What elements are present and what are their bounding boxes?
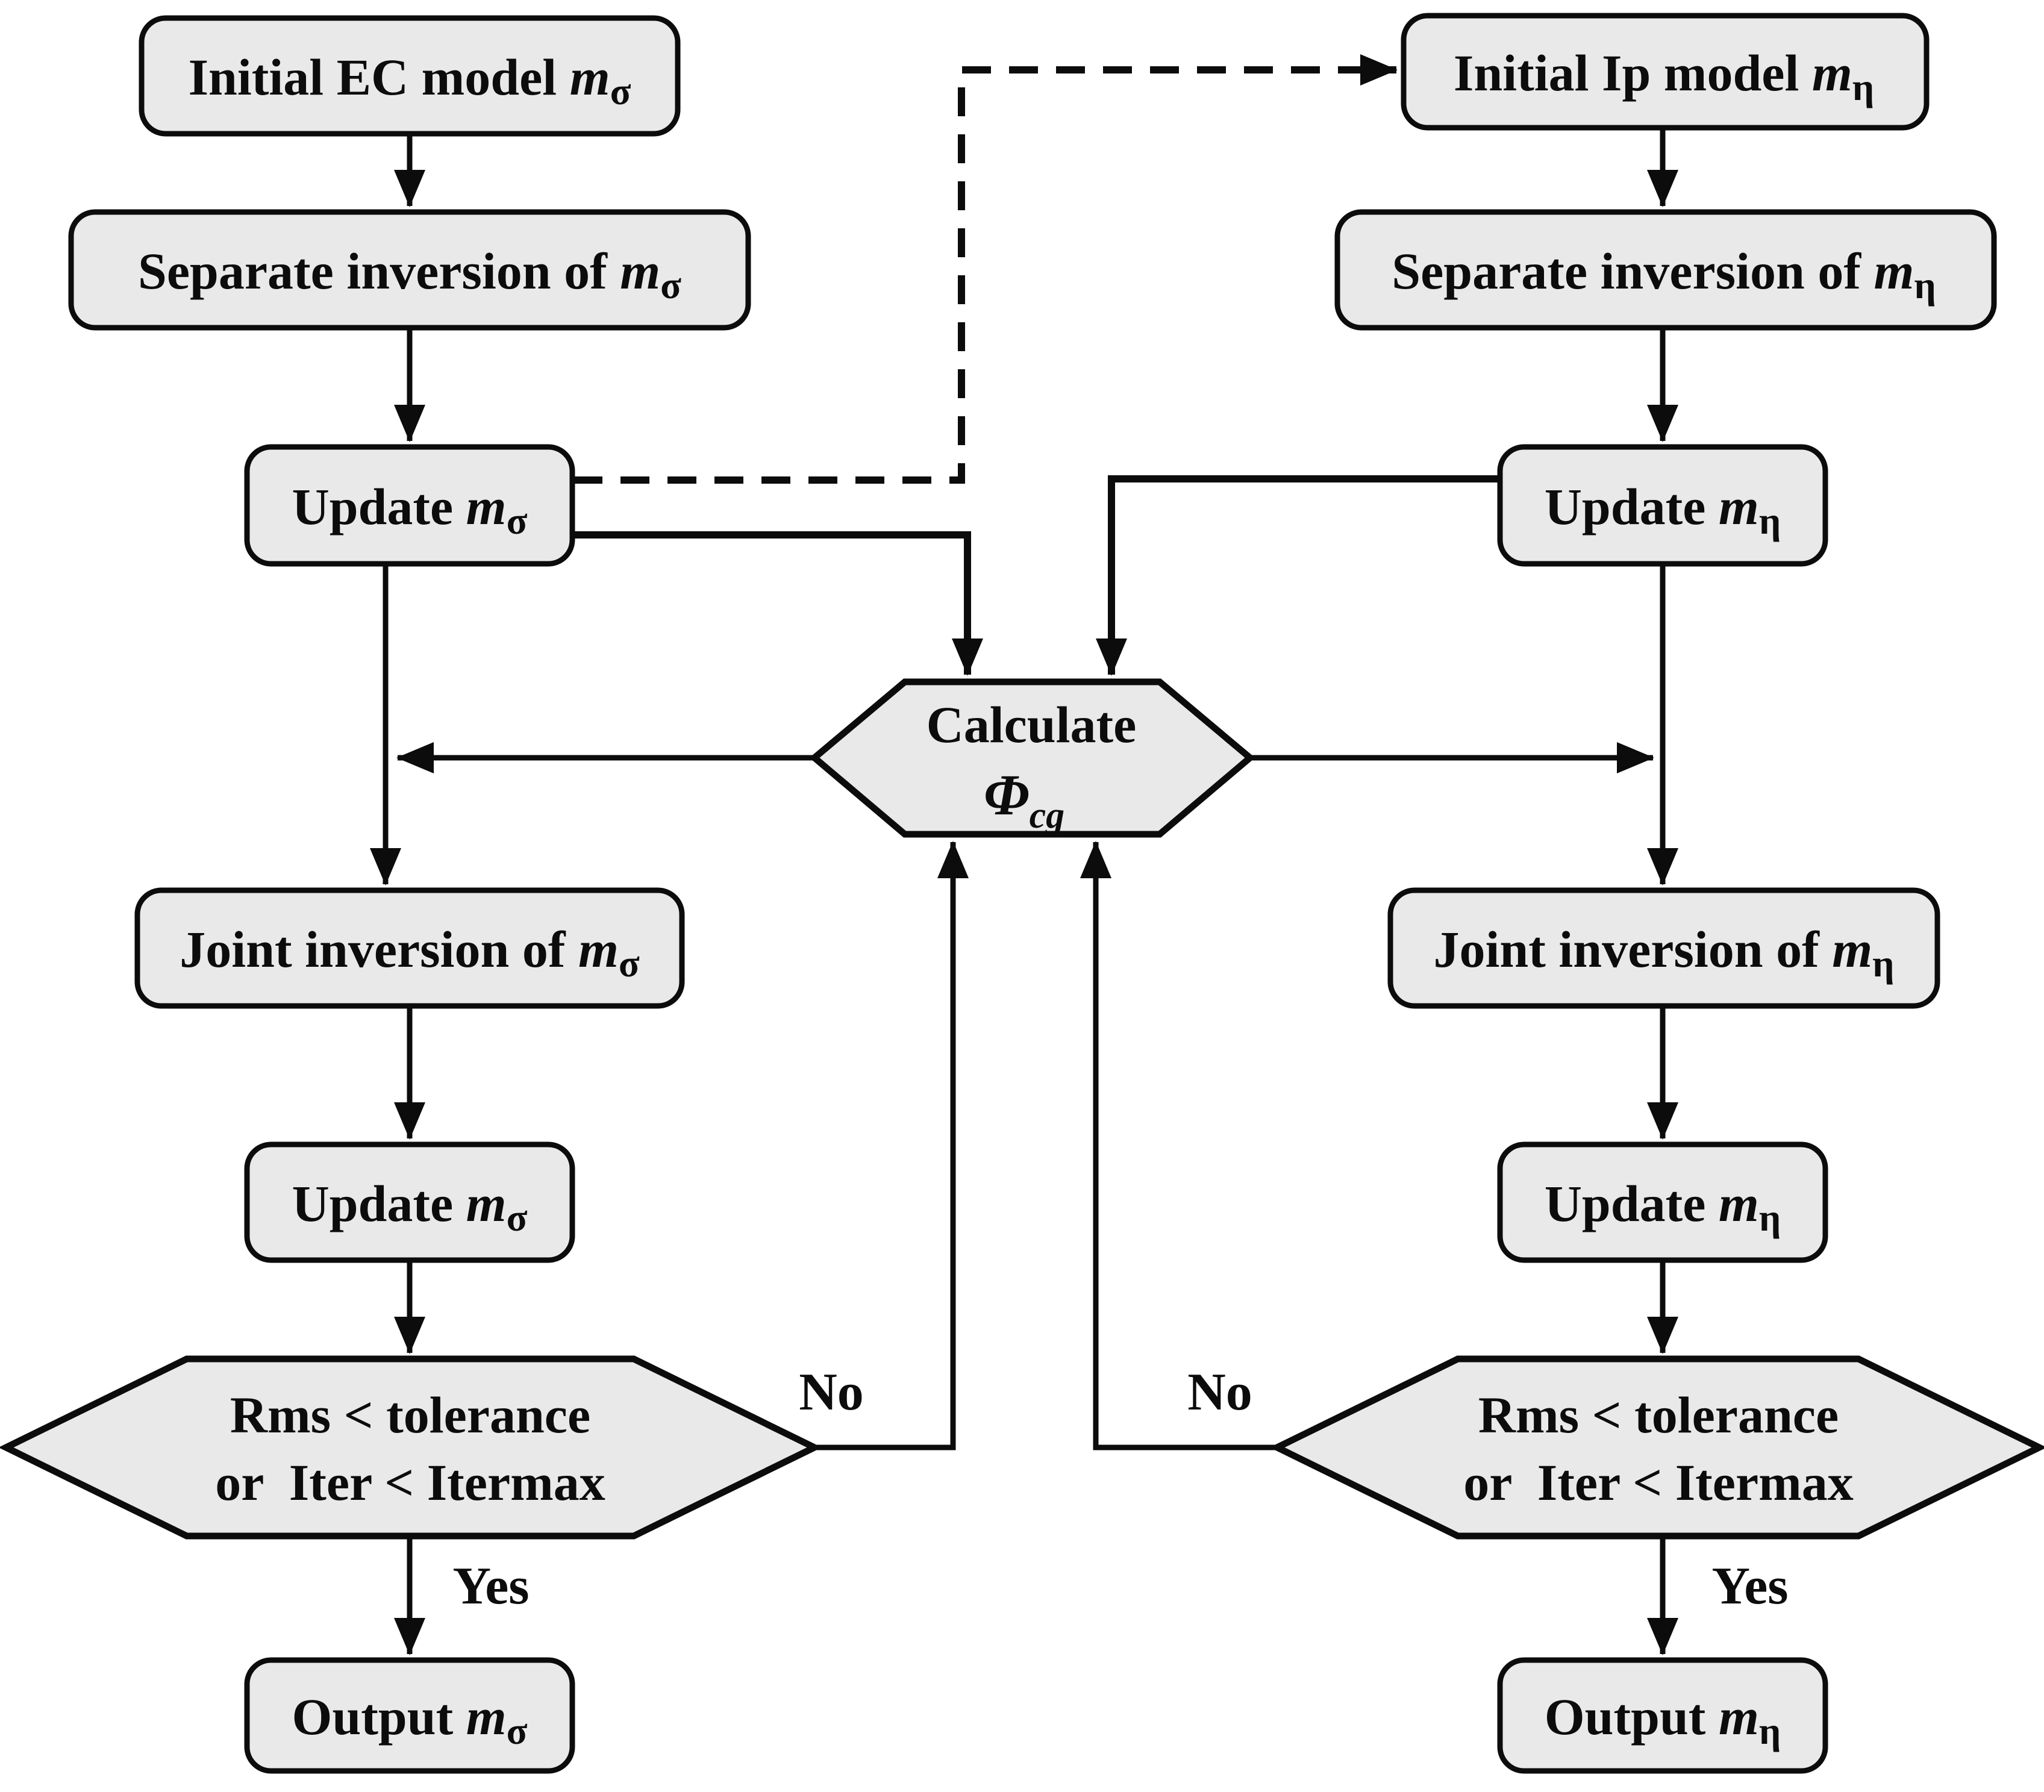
decision-ec-label-line1: Rms < tolerance — [230, 1386, 590, 1444]
output-ec-label: Output mσ — [292, 1688, 528, 1752]
edge-dashed-update-ec-1-to-initial-ip — [574, 54, 1398, 484]
label-yes-left: Yes — [452, 1557, 529, 1616]
label-yes-right: Yes — [1711, 1557, 1788, 1616]
node-update-ec-2: Update mσ — [244, 1141, 575, 1263]
initial-ip-model-label: Initial Ip model mη — [1454, 44, 1874, 108]
joint-inversion-ip-box — [1387, 887, 1940, 1009]
decision-ip-label-line1: Rms < tolerance — [1478, 1386, 1839, 1444]
node-output-ec: Output mσ — [244, 1657, 575, 1774]
calculate-label-line2: Φcg — [984, 763, 1064, 836]
update-ec-2-label: Update mσ — [292, 1175, 528, 1239]
joint-inversion-ec-label: Joint inversion of mσ — [180, 920, 640, 985]
calculate-phi-cg-hexagon — [809, 678, 1255, 838]
update-ec-1-box — [244, 444, 575, 567]
output-ec-box — [244, 1657, 575, 1774]
separate-inversion-ec-box — [68, 209, 751, 331]
node-initial-ec-model: Initial EC model mσ — [139, 15, 681, 137]
decision-ec-label-line2: or Iter < Itermax — [215, 1453, 605, 1511]
separate-inversion-ip-box — [1334, 209, 1997, 331]
node-decision-ec: Rms < tolerance or Iter < Itermax — [0, 1355, 822, 1540]
update-ip-1-box — [1497, 444, 1828, 567]
decision-ec-hexagon — [0, 1355, 822, 1540]
decision-ip-hexagon — [1269, 1355, 2044, 1540]
edge-decision-ip-no-to-calculate — [1080, 841, 1277, 1450]
update-ip-2-box — [1497, 1141, 1828, 1263]
node-separate-inversion-ec: Separate inversion of mσ — [68, 209, 751, 331]
update-ip-2-label: Update mη — [1545, 1175, 1781, 1239]
initial-ec-model-label: Initial EC model mσ — [189, 48, 631, 113]
node-update-ip-1: Update mη — [1497, 444, 1828, 567]
output-ip-label: Output mη — [1545, 1688, 1781, 1752]
output-ip-box — [1497, 1657, 1828, 1774]
calculate-label-line1: Calculate — [927, 696, 1137, 754]
node-initial-ip-model: Initial Ip model mη — [1401, 13, 1930, 131]
joint-inversion-ec-box — [134, 887, 685, 1009]
node-update-ip-2: Update mη — [1497, 1141, 1828, 1263]
separate-inversion-ip-label: Separate inversion of mη — [1392, 242, 1936, 307]
label-no-right: No — [1187, 1363, 1252, 1422]
node-joint-inversion-ec: Joint inversion of mσ — [134, 887, 685, 1009]
node-update-ec-1: Update mσ — [244, 444, 575, 567]
joint-inversion-ip-label: Joint inversion of mη — [1433, 920, 1894, 985]
edge-decision-ec-no-to-calculate — [814, 841, 969, 1450]
edge-update-ec-1-to-calculate — [574, 531, 983, 676]
node-joint-inversion-ip: Joint inversion of mη — [1387, 887, 1940, 1009]
update-ip-1-label: Update mη — [1545, 478, 1781, 542]
node-output-ip: Output mη — [1497, 1657, 1828, 1774]
separate-inversion-ec-label: Separate inversion of mσ — [138, 242, 681, 307]
node-calculate-phi-cg: Calculate Φcg — [809, 678, 1255, 838]
decision-ip-label-line2: or Iter < Itermax — [1463, 1453, 1854, 1511]
edges — [370, 54, 1678, 1655]
edge-update-ip-1-to-calculate — [1096, 475, 1499, 676]
update-ec-1-label: Update mσ — [292, 478, 528, 542]
node-decision-ip: Rms < tolerance or Iter < Itermax — [1269, 1355, 2044, 1540]
update-ec-2-box — [244, 1141, 575, 1263]
initial-ec-model-box — [139, 15, 681, 137]
initial-ip-model-box — [1401, 13, 1930, 131]
node-separate-inversion-ip: Separate inversion of mη — [1334, 209, 1997, 331]
label-no-left: No — [799, 1363, 864, 1422]
